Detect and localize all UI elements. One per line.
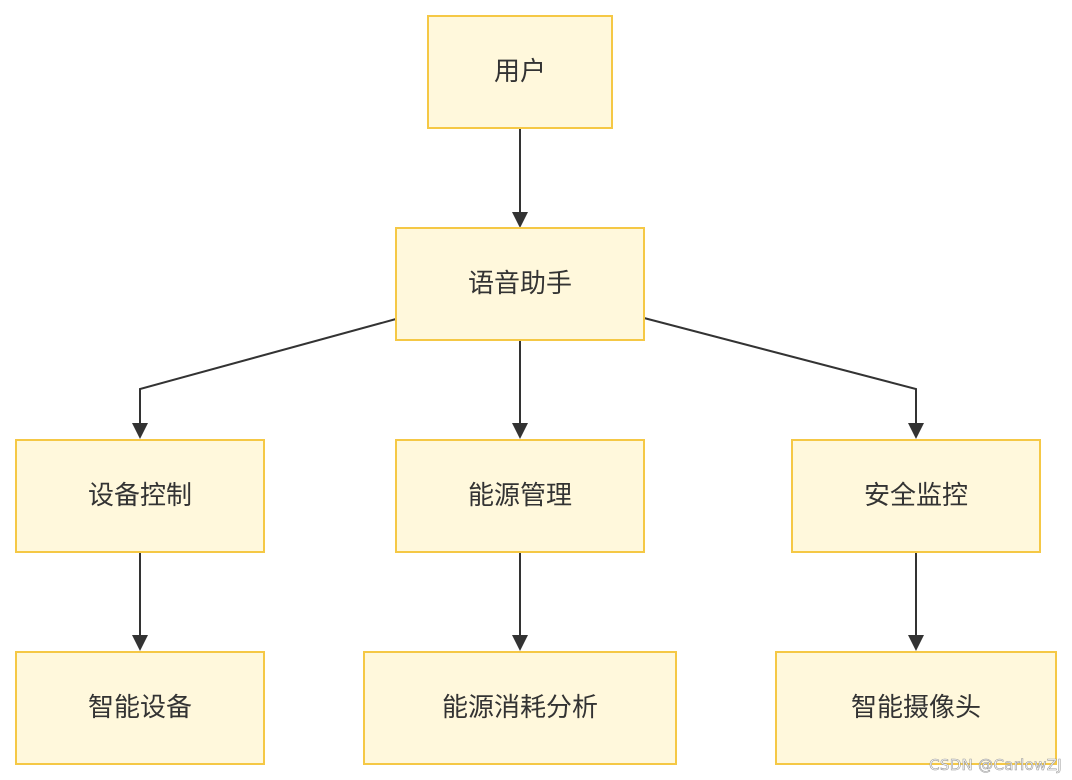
edges — [132, 128, 924, 651]
node-smart-camera: 智能摄像头 — [775, 651, 1057, 765]
node-energy-analysis: 能源消耗分析 — [363, 651, 677, 765]
node-device-control-label: 设备控制 — [88, 481, 192, 511]
node-energy-management: 能源管理 — [395, 439, 645, 553]
edge-voice-assistant-to-security-monitoring — [643, 317, 917, 423]
node-energy-management-label: 能源管理 — [468, 481, 572, 511]
arrowhead-voice-assistant — [512, 212, 528, 228]
node-smart-devices: 智能设备 — [15, 651, 265, 765]
arrowhead-smart-devices — [132, 635, 148, 651]
arrowhead-energy-analysis — [512, 635, 528, 651]
edge-voice-assistant-to-device-control — [139, 318, 397, 423]
node-user: 用户 — [427, 15, 613, 129]
node-voice-assistant-label: 语音助手 — [468, 269, 572, 299]
arrowhead-device-control — [132, 423, 148, 439]
node-user-label: 用户 — [494, 57, 546, 87]
node-device-control: 设备控制 — [15, 439, 265, 553]
node-security-monitoring-label: 安全监控 — [864, 481, 968, 511]
node-energy-analysis-label: 能源消耗分析 — [442, 693, 598, 723]
watermark: CSDN @CarlowZJ — [929, 756, 1062, 775]
node-voice-assistant: 语音助手 — [395, 227, 645, 341]
arrowhead-energy-management — [512, 423, 528, 439]
arrowhead-security-monitoring — [908, 423, 924, 439]
node-smart-devices-label: 智能设备 — [88, 693, 192, 723]
node-smart-camera-label: 智能摄像头 — [851, 693, 981, 723]
arrowhead-smart-camera — [908, 635, 924, 651]
node-security-monitoring: 安全监控 — [791, 439, 1041, 553]
